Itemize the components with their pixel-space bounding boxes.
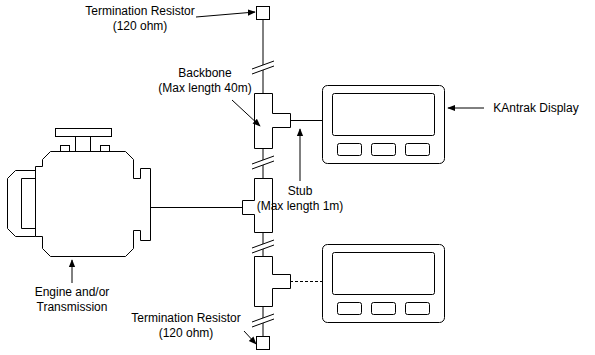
stub-line: [290, 120, 322, 121]
leader-arrow: [244, 331, 256, 344]
break-mark: [252, 61, 274, 74]
leader-arrow: [232, 100, 260, 126]
resistor-symbol: [257, 337, 270, 350]
label-line: (Max length 40m): [155, 81, 255, 96]
tee-connector: [255, 94, 291, 149]
callout-label: KAntrak Display: [488, 101, 584, 116]
label-line: (Max length 1m): [250, 199, 350, 214]
display-icon: [323, 86, 445, 164]
callout-label: Termination Resistor (120 ohm): [130, 311, 242, 341]
break-mark: [252, 156, 274, 169]
leader-arrow: [448, 108, 484, 109]
engine-stub-line: [150, 207, 242, 208]
tee-connector: [255, 257, 291, 307]
engine-icon: [8, 129, 151, 257]
label-line: Stub: [250, 184, 350, 199]
break-mark: [252, 314, 274, 327]
callout-label: Backbone (Max length 40m): [155, 66, 255, 96]
callout-label: Stub (Max length 1m): [250, 184, 350, 214]
leader-arrow: [72, 260, 73, 283]
label-line: Backbone: [155, 66, 255, 81]
display-icon: [323, 245, 445, 323]
callout-label: Engine and/or Transmission: [30, 285, 114, 315]
stub-line-dashed: [290, 281, 322, 282]
leader-arrow: [196, 12, 255, 17]
break-mark: [252, 240, 274, 253]
leader-arrow: [300, 129, 301, 181]
callout-label: Termination Resistor (120 ohm): [84, 4, 196, 34]
resistor-symbol: [257, 7, 270, 20]
